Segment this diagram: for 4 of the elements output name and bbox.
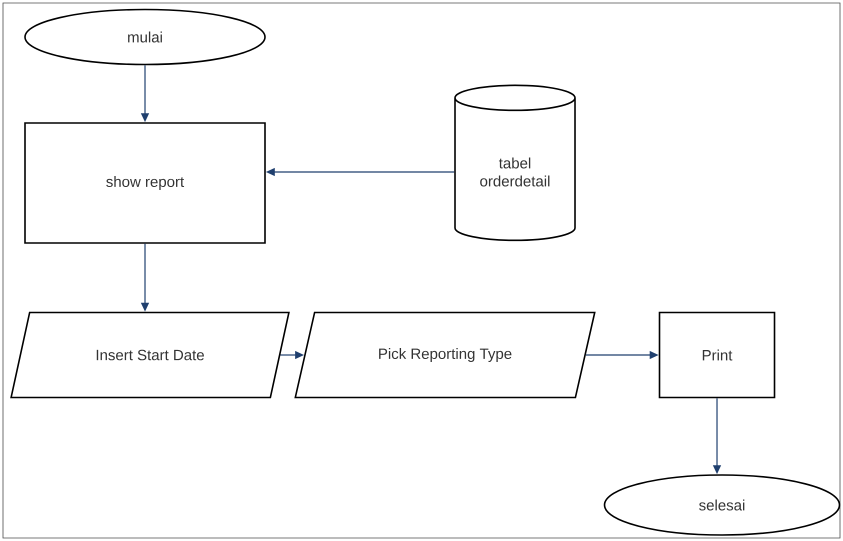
database-cylinder: tabel orderdetail	[454, 84, 576, 242]
process-box: show report	[24, 122, 266, 244]
input-parallelogram: Insert Start Date	[10, 312, 290, 398]
process-box: Print	[658, 312, 776, 398]
